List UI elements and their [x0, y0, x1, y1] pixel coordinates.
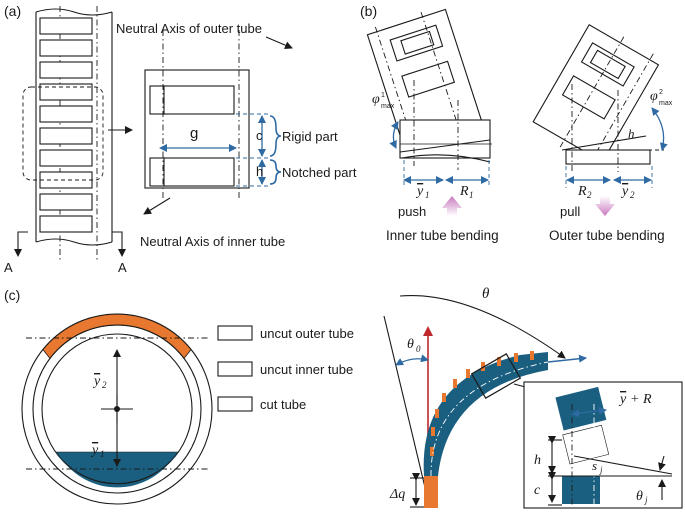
inset-sj: s [592, 458, 597, 473]
outer-h-label: h [628, 126, 635, 141]
phi2-sub: max [659, 100, 673, 107]
panel-b-label: (b) [360, 3, 377, 19]
section-a-a: A A [4, 231, 127, 275]
magnified-segment: g c h Rigid part Notched part [144, 30, 357, 200]
inset-ybar: y [618, 392, 627, 407]
zoom-box-c [470, 353, 522, 399]
phi1-sub: max [381, 103, 395, 110]
phi2-symbol: φ [650, 89, 658, 104]
neutral-inner-arrow [143, 197, 171, 215]
y2-sub-b: 2 [630, 190, 635, 200]
inset-h: h [534, 453, 541, 468]
phi2-sup: 2 [659, 89, 663, 96]
r2-sub: 2 [587, 190, 592, 200]
strip-slot [39, 61, 93, 79]
panel-b: (b) φ 1 max y [360, 3, 673, 243]
legend-swatch-outer [217, 325, 253, 341]
orange-notch [453, 379, 457, 388]
pull-arrow [595, 196, 615, 216]
pull-label: pull [560, 204, 580, 219]
orange-notch [431, 427, 435, 436]
strip-slot [39, 39, 93, 57]
phi1-sup: 1 [381, 92, 385, 99]
outer-tube-bending: h φ 2 max R 2 y 2 pull Outer tube bendin… [532, 24, 673, 243]
dim-g: g [190, 125, 198, 142]
y1-sub-c: 1 [100, 449, 105, 459]
notched-part-label: Notched part [282, 165, 357, 180]
inset-thetaj: θ [636, 489, 643, 504]
section-label-left: A [4, 260, 13, 275]
orange-notch [466, 369, 470, 378]
inset-sj-sub: j [599, 465, 603, 475]
delta-q-label: Δq [389, 487, 405, 502]
dim-h: h [256, 164, 263, 179]
r1-symbol: R [459, 184, 469, 199]
orange-notch [514, 353, 518, 362]
panel-a-label: (a) [4, 3, 21, 19]
orange-notch [530, 351, 534, 360]
bending-arm: θ θ 0 Δq [383, 286, 587, 508]
legend-swatch-cut [217, 396, 253, 412]
rigid-part-label: Rigid part [282, 129, 338, 144]
inset-c: c [534, 483, 541, 498]
push-label: push [398, 204, 426, 219]
strip-slot [39, 193, 93, 211]
legend-swatch-inner [217, 361, 253, 377]
section-label-right: A [118, 260, 127, 275]
y2-sub-c: 2 [102, 380, 107, 390]
dim-c: c [256, 128, 263, 143]
legend-label-outer: uncut outer tube [260, 326, 354, 341]
strip-slot [39, 17, 93, 35]
y2-symbol-b: y [620, 184, 629, 199]
panel-c: (c) y 2 y 1 uncut outer [4, 286, 683, 509]
y1-sub: 1 [425, 190, 430, 200]
neutral-axis-inner-label: Neutral Axis of inner tube [140, 234, 285, 249]
y1-symbol: y [415, 184, 424, 199]
zoom-inset: h c y + R s j θ j [523, 381, 683, 509]
legend-label-cut: cut tube [260, 397, 306, 412]
orange-notch [497, 357, 501, 366]
inner-bending-caption: Inner tube bending [386, 228, 499, 243]
y1-symbol-c: y [90, 443, 99, 458]
orange-notch [435, 409, 439, 418]
y2-symbol-c: y [92, 374, 101, 389]
r2-symbol: R [577, 184, 587, 199]
strip-slot [39, 105, 93, 123]
zoom-box [22, 86, 104, 181]
orange-notch [430, 447, 434, 456]
inset-ybar-r: + R [630, 392, 652, 407]
inner-tube-bending: φ 1 max y 1 R 1 push Inner tube bending [366, 8, 499, 243]
panel-c-label: (c) [4, 287, 20, 303]
strip-slot [39, 83, 93, 101]
r1-sub: 1 [469, 190, 474, 200]
strip-slot [39, 149, 93, 167]
theta-label: θ [482, 286, 490, 302]
theta0-label: θ [407, 337, 414, 352]
orange-notch [442, 393, 446, 402]
cross-section: y 2 y 1 [21, 313, 213, 505]
tube-strip [35, 6, 113, 262]
strip-slot [39, 127, 93, 145]
theta0-sub: 0 [416, 344, 421, 354]
legend-label-inner: uncut inner tube [260, 362, 353, 377]
orange-notch [481, 362, 485, 371]
inset-thetaj-sub: j [644, 495, 648, 505]
base-segment [424, 474, 438, 508]
legend: uncut outer tube uncut inner tube cut tu… [217, 325, 354, 412]
strip-slot [39, 215, 93, 233]
neutral-axis-outer-label: Neutral Axis of outer tube [116, 21, 262, 36]
panel-a: (a) A A [4, 3, 357, 275]
uncut-inner-band [55, 451, 179, 488]
push-arrow [442, 196, 462, 216]
outer-bending-caption: Outer tube bending [549, 228, 665, 243]
phi1-symbol: φ [372, 92, 380, 107]
neutral-outer-arrow [265, 36, 293, 49]
